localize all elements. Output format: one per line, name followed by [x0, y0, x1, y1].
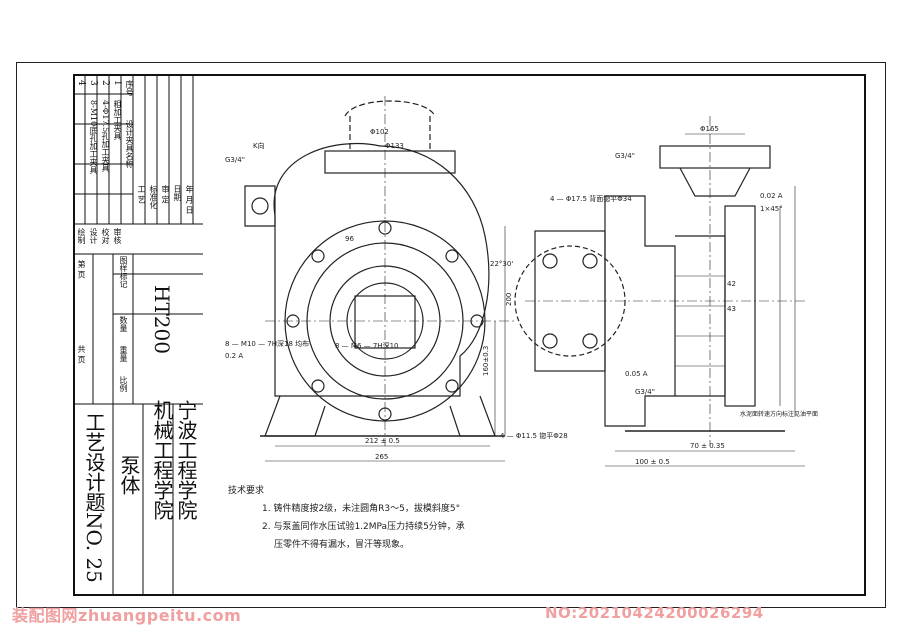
sheet-total: 共 页: [77, 345, 86, 364]
dim-g34-b: G3/4": [635, 388, 655, 396]
pump-body-drawing: Φ102 Φ133 G3/4" K向 96 22°30' 8 — M10 — 7…: [225, 96, 818, 467]
tol-note-1: 0.2 A: [225, 352, 243, 360]
tech-line-2: 2. 与泵盖同作水压试验1.2MPa压力持续5分钟，承: [262, 522, 465, 532]
dim-d96: 96: [345, 235, 354, 243]
header-no: 序号: [125, 80, 134, 96]
dim-d100: 100 ± 0.5: [635, 458, 670, 466]
dim-d200: 200: [505, 293, 513, 306]
drawing-mark: 图样标记: [119, 256, 128, 288]
col-approve: 审 定: [161, 185, 170, 204]
side-section-view: [514, 116, 805, 467]
dim-d102: Φ102: [370, 128, 389, 136]
dim-d42: 42: [727, 280, 736, 288]
row-1-name: 粗加工夹具: [113, 100, 122, 140]
dim-chamfer: 1×45°: [760, 205, 783, 213]
school-line2: 机械工程学院: [150, 400, 174, 520]
col-standard: 标准化: [149, 185, 158, 209]
dim-g34: G3/4": [225, 156, 245, 164]
inner-frame: [73, 74, 866, 596]
school-line1: 宁波工程学院: [174, 400, 198, 520]
tol-a: 0.02 A: [760, 192, 783, 200]
dim-d160: 160±0.3: [482, 346, 490, 376]
outer-border: [16, 62, 886, 608]
row-4: 4: [76, 80, 86, 86]
k-view-label: K向: [253, 141, 265, 150]
dim-d212: 212 ± 0.5: [365, 437, 400, 445]
dim-d165: Φ165: [700, 125, 719, 133]
tech-line-1: 1. 铸件精度按2级，未注圆角R3～5，拔模斜度5°: [262, 504, 461, 514]
row-1-no: 1: [112, 80, 122, 86]
tech-requirements: 技术要求 1. 铸件精度按2级，未注圆角R3～5，拔模斜度5° 2. 与泵盖同作…: [228, 482, 465, 554]
front-view: [244, 96, 515, 462]
sign-design: 设计: [89, 228, 98, 244]
sign-check: 校对: [101, 228, 110, 244]
row-2-name: 4-Φ17.5孔加工夹具: [101, 100, 110, 173]
scale-label: 比例: [119, 376, 128, 392]
watermark-code: NO:20210424200026294: [545, 604, 764, 622]
tech-heading: 技术要求: [228, 486, 265, 496]
task-title: 工艺设计题NO. 25: [82, 412, 106, 583]
hole-note-1: 8 — M10 — 7H深18 均布: [225, 339, 309, 348]
weight-label: 重量: [119, 346, 128, 362]
dim-d133: Φ133: [385, 142, 404, 150]
dim-d43: 43: [727, 305, 736, 313]
col-process: 工 艺: [137, 185, 146, 204]
hole-note-3: 4 — Φ11.5 锪平Φ28: [500, 431, 568, 440]
sign-review: 审核: [113, 228, 122, 244]
col-date: 日期: [173, 185, 182, 201]
sign-draw: 绘制: [77, 228, 86, 244]
dim-angle: 22°30': [490, 260, 513, 268]
material: HT200: [150, 285, 174, 354]
col-ymd: 年 月 日: [185, 185, 194, 215]
row-3-name: 8-M10底孔加工夹具: [89, 100, 98, 175]
hole-note-right: 4 — Φ17.5 背面锪平Φ34: [550, 194, 632, 203]
title-block: [73, 74, 203, 596]
row-2-no: 2: [100, 80, 110, 86]
tol-b: 0.05 A: [625, 370, 648, 378]
watermark-site: 装配图网zhuangpeitu.com: [12, 606, 242, 625]
quantity-label: 数量: [119, 316, 128, 332]
dim-d265: 265: [375, 453, 388, 461]
part-name: 泵体: [117, 455, 141, 495]
row-3-no: 3: [88, 80, 98, 86]
dim-d70: 70 ± 0.35: [690, 442, 725, 450]
header-name: 设计夹具名称: [125, 120, 134, 168]
note-right: 水泥面转速方向标注见油平面: [740, 410, 818, 418]
tech-line-3: 压零件不得有漏水，冒汗等现象。: [274, 540, 410, 550]
dim-g34-a: G3/4": [615, 152, 635, 160]
sheet-no: 第 页: [77, 260, 86, 279]
hole-note-2: 8 — M6 — 7H深10: [335, 341, 398, 350]
